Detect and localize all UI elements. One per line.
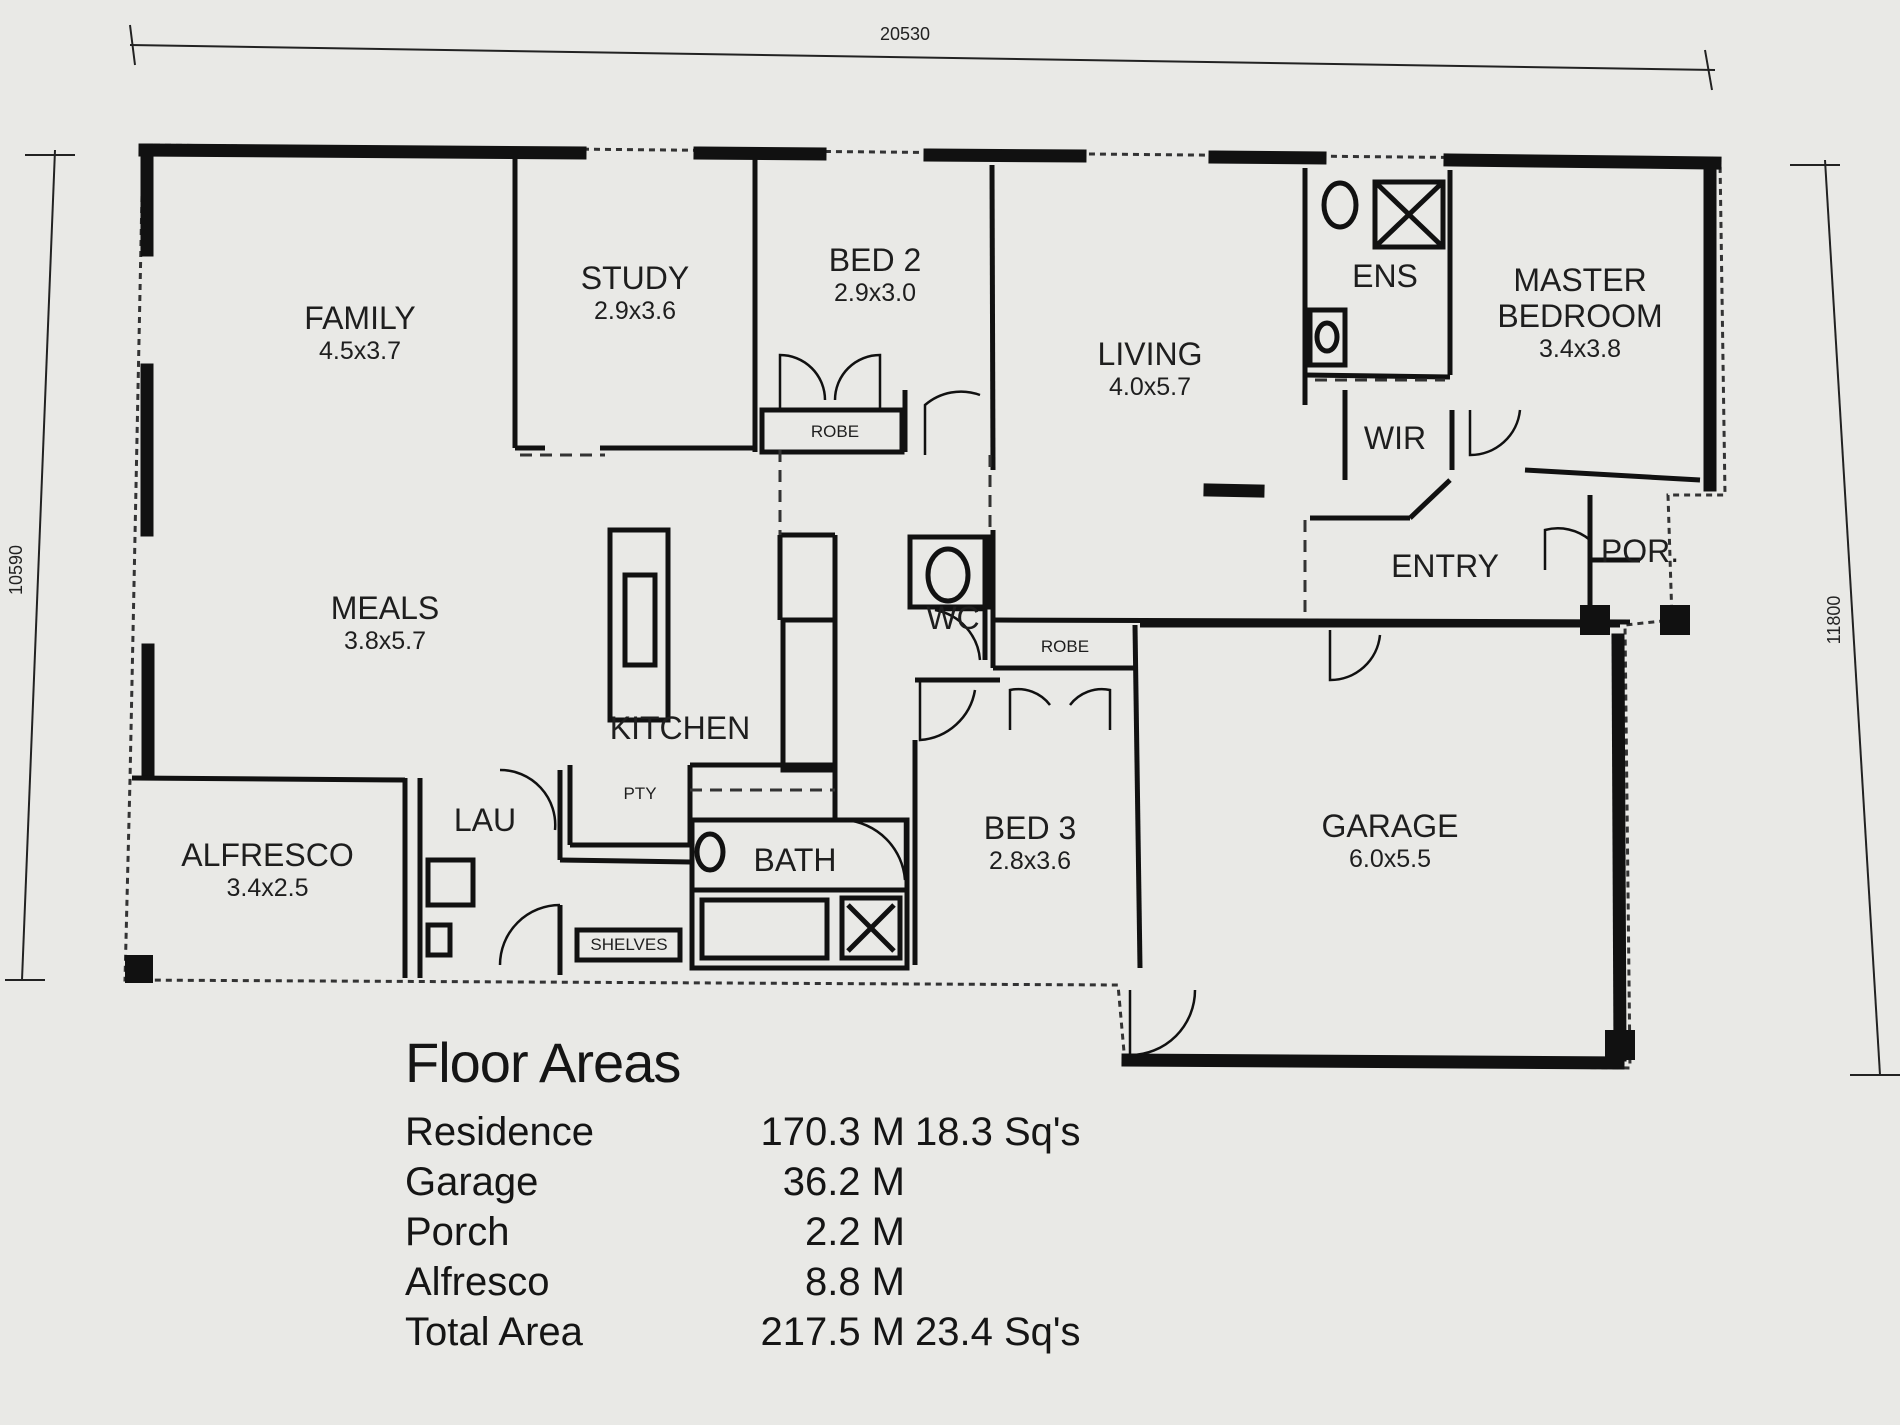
room-name: ENTRY	[1391, 548, 1499, 584]
area-name: Residence	[405, 1109, 595, 1154]
area-name: Total Area	[405, 1309, 583, 1354]
room-size: 4.5x3.7	[318, 337, 401, 365]
room-laundry: LAU	[440, 802, 530, 838]
floor-areas-table: Floor Areas Residence 170.3 M 18.3 Sq's …	[405, 1030, 1115, 1357]
area-name: Garage	[405, 1159, 539, 1204]
room-name: MEALS	[330, 590, 440, 626]
dim-left-height: 10590	[6, 545, 26, 595]
interior-walls	[131, 158, 1701, 978]
room-wir: WIR	[1350, 420, 1440, 456]
room-name: LIVING	[1097, 336, 1203, 372]
area-name: Alfresco	[405, 1259, 550, 1304]
room-name: FAMILY	[304, 300, 416, 336]
room-name: BATH	[753, 842, 837, 878]
robe-bed3-label: ROBE	[1040, 637, 1090, 656]
dashed-openings	[520, 378, 1445, 792]
table-row: Porch 2.2 M	[405, 1207, 1115, 1257]
room-size: 6.0x5.5	[1348, 845, 1431, 873]
room-porch: POR.	[1595, 533, 1685, 569]
room-name: GARAGE	[1321, 808, 1459, 844]
dim-width: 20530	[880, 24, 930, 44]
room-alfresco: ALFRESCO 3.4x2.5	[160, 837, 375, 903]
area-value: 217.5 M	[760, 1309, 905, 1354]
door-swings	[498, 353, 1591, 1057]
room-wc: WC	[918, 600, 988, 636]
room-name-line2: BEDROOM	[1497, 298, 1663, 334]
area-squares: 23.4 Sq's	[915, 1309, 1081, 1354]
room-size: 3.8x5.7	[343, 627, 426, 655]
shelves-label: SHELVES	[590, 935, 668, 954]
room-ens: ENS	[1330, 258, 1440, 294]
room-bath: BATH	[735, 842, 855, 878]
room-name: STUDY	[580, 260, 690, 296]
area-value: 8.8 M	[804, 1259, 905, 1304]
area-squares	[915, 1157, 1115, 1207]
room-size: 2.9x3.6	[593, 297, 676, 325]
room-name: POR.	[1600, 533, 1680, 569]
exterior-outline	[123, 143, 1727, 1070]
table-row: Garage 36.2 M	[405, 1157, 1115, 1207]
room-name-line1: MASTER	[1513, 262, 1647, 298]
table-row: Total Area 217.5 M 23.4 Sq's	[405, 1307, 1115, 1357]
floor-areas-rows: Residence 170.3 M 18.3 Sq's Garage 36.2 …	[405, 1107, 1115, 1357]
exterior-walls	[138, 143, 1722, 1070]
room-pantry: PTY	[623, 784, 657, 803]
room-size: 3.4x2.5	[226, 874, 309, 902]
room-bed2: BED 2 2.9x3.0	[780, 242, 970, 308]
dim-right-height: 11800	[1824, 596, 1844, 645]
room-size: 2.9x3.0	[833, 279, 916, 307]
area-value: 2.2 M	[804, 1209, 905, 1254]
room-name: KITCHEN	[609, 710, 751, 746]
area-name: Porch	[405, 1209, 510, 1254]
room-name: BED 3	[983, 810, 1077, 846]
room-size: 2.8x3.6	[988, 847, 1071, 875]
room-master-bedroom: MASTER BEDROOM 3.4x3.8	[1470, 262, 1690, 364]
room-name: ALFRESCO	[181, 837, 354, 873]
room-kitchen: KITCHEN	[590, 710, 770, 746]
area-squares: 18.3 Sq's	[915, 1109, 1081, 1154]
room-name: ENS	[1352, 258, 1418, 294]
area-value: 170.3 M	[760, 1109, 905, 1154]
column-posts	[125, 605, 1690, 1060]
room-name: WIR	[1363, 420, 1427, 456]
room-study: STUDY 2.9x3.6	[540, 260, 730, 326]
room-name: LAU	[453, 802, 517, 838]
table-row: Alfresco 8.8 M	[405, 1257, 1115, 1307]
room-entry: ENTRY	[1375, 548, 1515, 584]
robe-bed2-label: ROBE	[810, 422, 860, 441]
room-family: FAMILY 4.5x3.7	[255, 300, 465, 366]
floor-areas-title: Floor Areas	[405, 1031, 681, 1094]
room-name: BED 2	[828, 242, 922, 278]
room-size: 3.4x3.8	[1538, 335, 1621, 363]
room-bed3: BED 3 2.8x3.6	[960, 810, 1100, 876]
room-meals: MEALS 3.8x5.7	[300, 590, 470, 656]
room-name: WC	[926, 600, 980, 636]
room-living: LIVING 4.0x5.7	[1060, 336, 1240, 402]
area-value: 36.2 M	[782, 1159, 905, 1204]
area-squares	[915, 1257, 1115, 1307]
room-size: 4.0x5.7	[1108, 373, 1191, 401]
dimension-lines	[5, 24, 1900, 1076]
area-squares	[915, 1207, 1115, 1257]
table-row: Residence 170.3 M 18.3 Sq's	[405, 1107, 1115, 1157]
room-garage: GARAGE 6.0x5.5	[1300, 808, 1480, 874]
